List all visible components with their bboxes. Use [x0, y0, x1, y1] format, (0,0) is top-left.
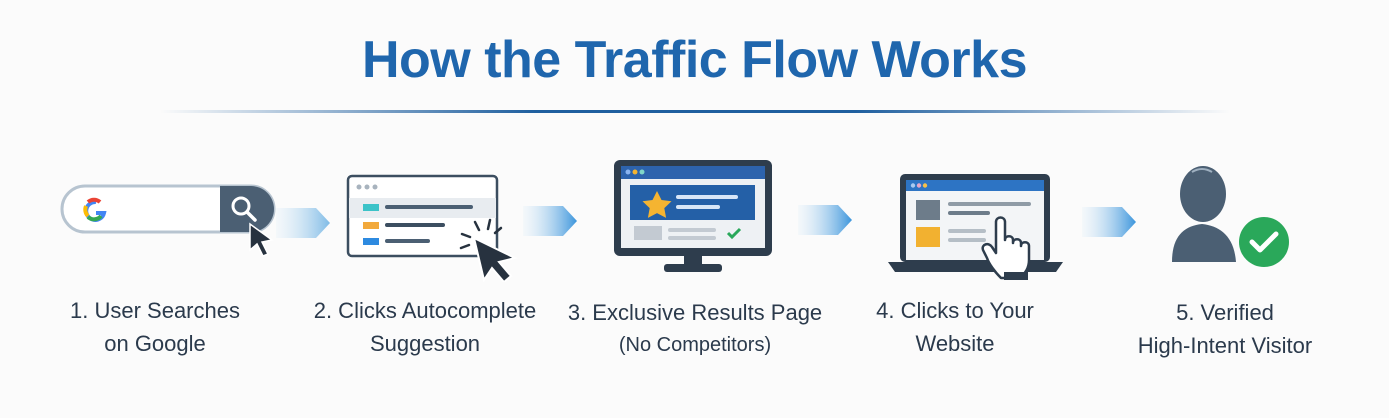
title-divider	[160, 110, 1230, 113]
cursor-icon	[249, 222, 274, 257]
check-icon	[726, 227, 742, 240]
step-label-5: 5. Verified High-Intent Visitor	[1137, 300, 1313, 358]
flow-arrow-2	[523, 206, 577, 236]
laptop-click-icon	[888, 174, 1063, 280]
google-logo-icon	[83, 197, 107, 222]
step-label-4: 4. Clicks to Your Website	[876, 298, 1034, 356]
page-title: How the Traffic Flow Works	[361, 31, 1028, 89]
hand-pointer-icon	[981, 216, 1031, 280]
step-label-3: 3. Exclusive Results Page (No Competitor…	[567, 300, 823, 356]
verified-user-icon	[1172, 166, 1293, 271]
search-icon	[231, 196, 257, 222]
step-label-1: 1. User Searches on Google	[70, 298, 240, 356]
check-badge-icon	[1239, 217, 1289, 267]
cursor-icon	[472, 236, 518, 282]
step-label-2: 2. Clicks Autocomplete Suggestion	[313, 298, 537, 356]
autocomplete-dropdown-icon	[346, 174, 518, 282]
flow-arrow-1	[276, 208, 330, 238]
flow-arrow-3	[798, 205, 852, 235]
flow-arrow-4	[1082, 207, 1136, 237]
google-search-bar-icon	[60, 184, 276, 257]
monitor-results-icon	[614, 160, 772, 272]
star-icon	[642, 191, 672, 218]
